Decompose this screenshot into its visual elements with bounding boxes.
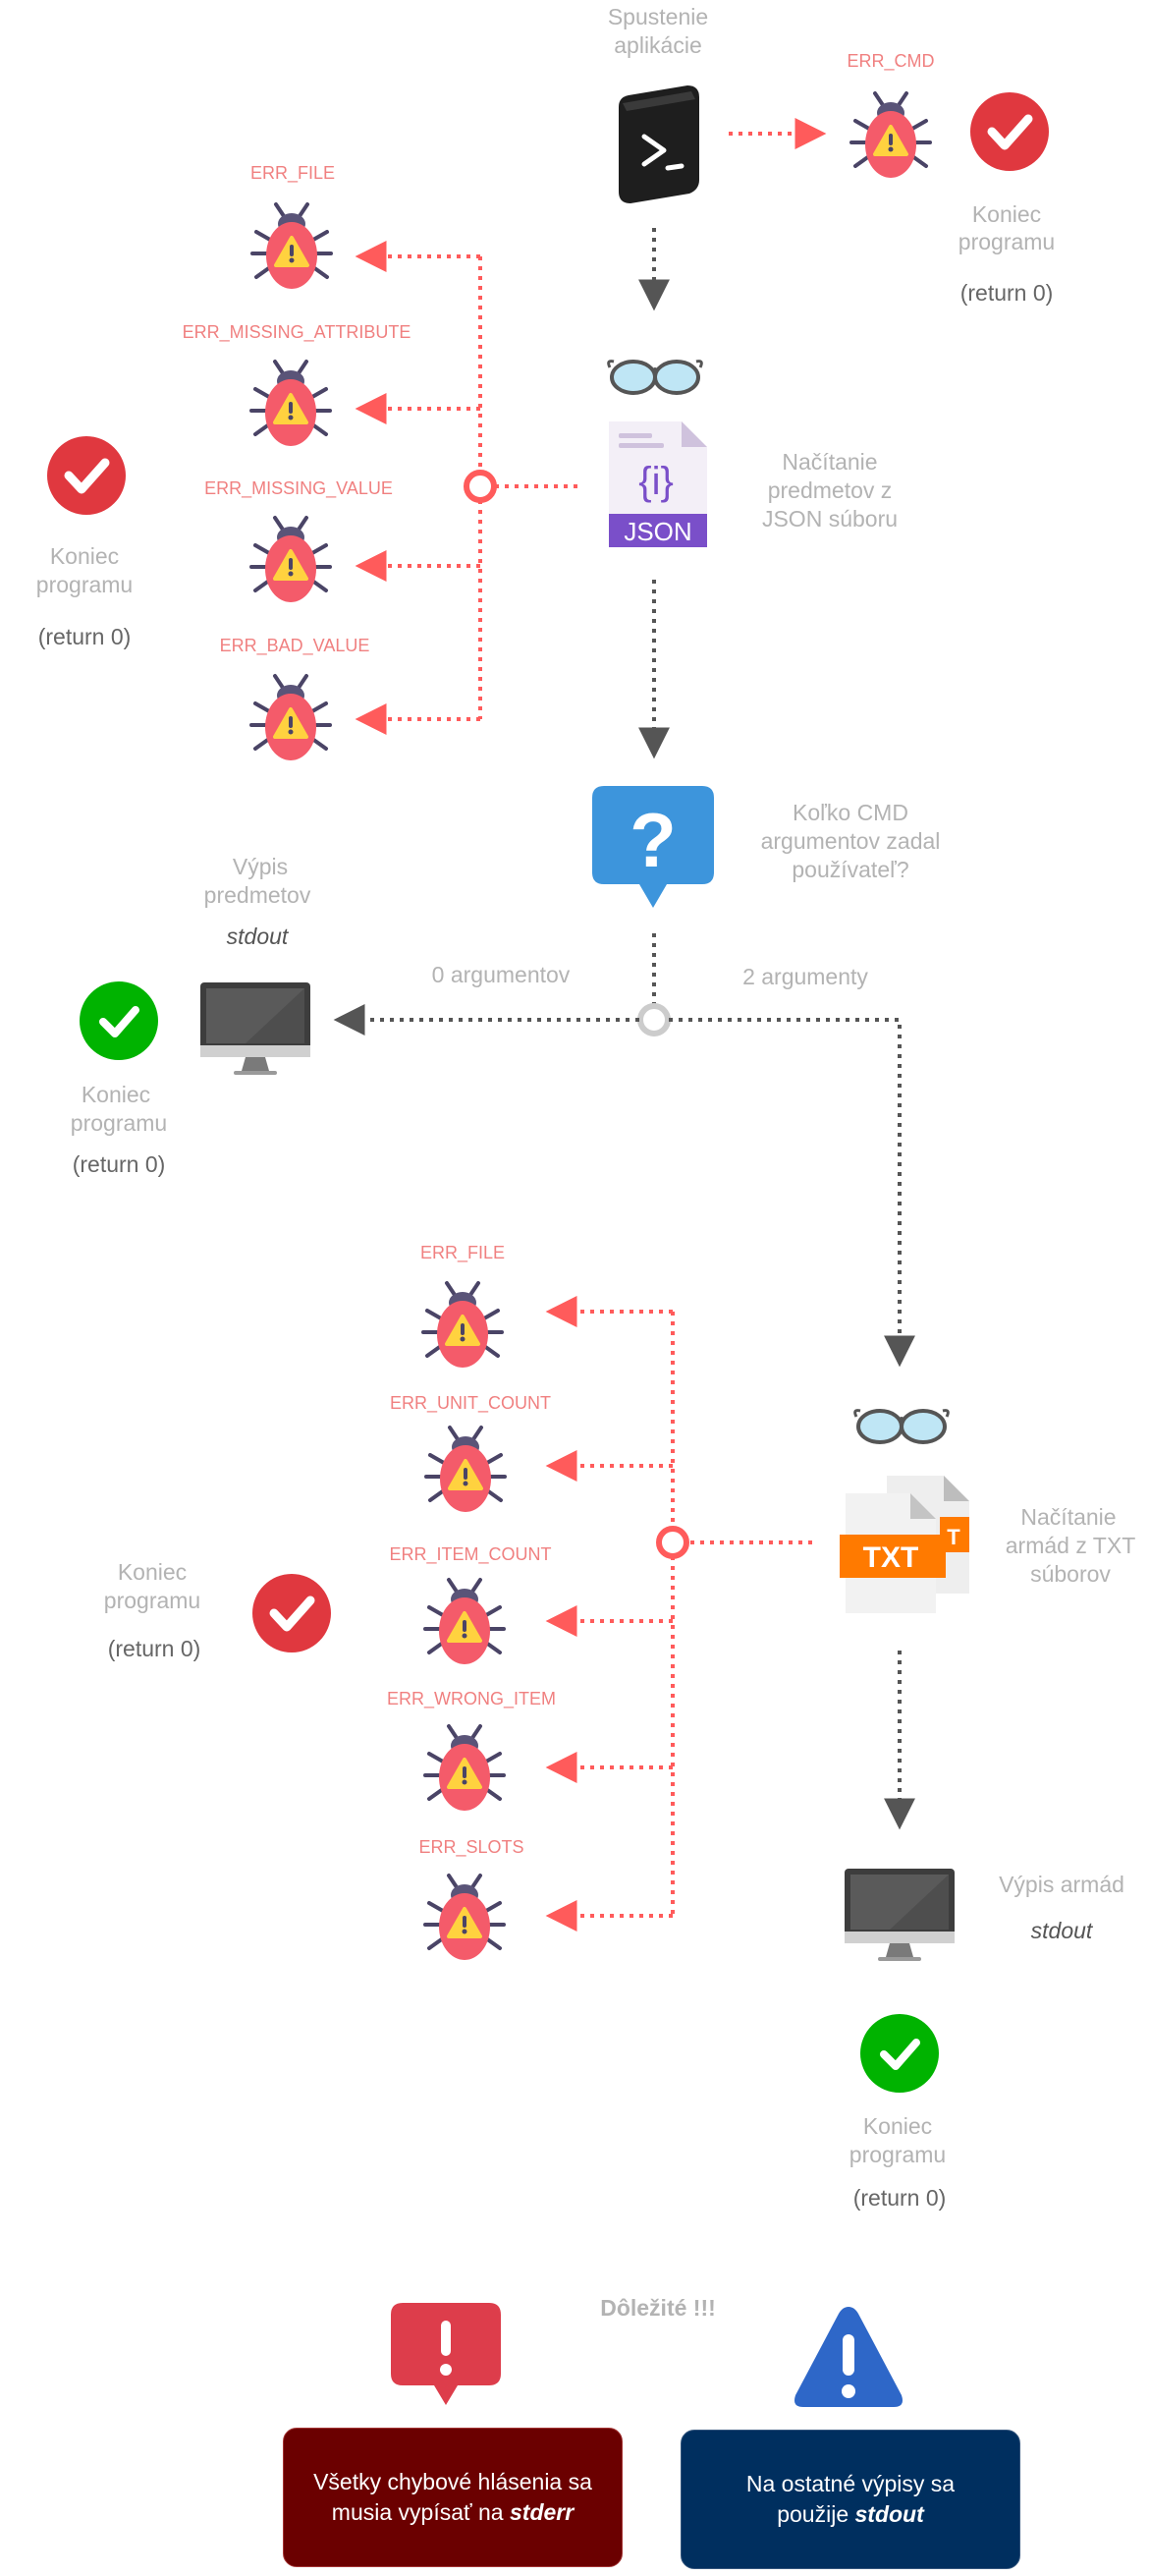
json-error-junction — [464, 470, 497, 503]
bug-icon — [849, 91, 932, 180]
stdout-note-stream: stdout — [854, 2501, 924, 2527]
start-label-line1: Spustenie — [608, 4, 708, 29]
check-icon — [80, 981, 158, 1060]
bug-icon — [423, 1578, 506, 1666]
bug-icon — [424, 1426, 507, 1514]
txt-error-label: ERR_WRONG_ITEM — [387, 1689, 556, 1709]
txt-error-label: ERR_UNIT_COUNT — [390, 1393, 551, 1414]
stderr-note-text: Všetky chybové hlásenia sa musia vypísať… — [284, 2467, 622, 2528]
check-icon — [970, 92, 1049, 171]
end-label-line2: programu — [71, 1110, 167, 1136]
json-error-label: ERR_BAD_VALUE — [220, 636, 370, 656]
svg-text:T: T — [947, 1525, 960, 1549]
end-label-line1: Koniec — [50, 543, 119, 569]
bug-icon — [423, 1724, 506, 1813]
svg-text:{i}: {i} — [638, 460, 674, 503]
end-label-line2: programu — [36, 572, 133, 597]
check-icon — [47, 436, 126, 515]
bug-icon — [249, 674, 332, 762]
end-return-label: (return 0) — [38, 624, 132, 649]
json-error-label: ERR_MISSING_VALUE — [204, 478, 393, 499]
txt-load-line3: súborov — [1030, 1561, 1111, 1587]
stdout-note-box: Na ostatné výpisy sa použije stdout — [681, 2430, 1020, 2569]
zero-args-label: 0 argumentov — [432, 962, 571, 987]
end-return-label: (return 0) — [853, 2185, 947, 2211]
end-label-line2: programu — [104, 1588, 200, 1613]
txt-error-label: ERR_SLOTS — [418, 1837, 523, 1858]
monitor-icon — [845, 1869, 955, 1961]
json-error-label: ERR_MISSING_ATTRIBUTE — [183, 322, 411, 343]
end-return-label: (return 0) — [108, 1636, 201, 1661]
json-load-line1: Načítanie — [782, 449, 877, 475]
glasses-icon — [606, 359, 704, 395]
warning-icon — [794, 2307, 903, 2407]
svg-text:?: ? — [630, 797, 677, 883]
bug-icon — [249, 360, 332, 448]
txt-load-line2: armád z TXT — [1006, 1533, 1136, 1558]
end-return-label: (return 0) — [73, 1151, 166, 1177]
end-label-line1: Koniec — [972, 201, 1041, 227]
stdout-note-text: Na ostatné výpisy sa použije stdout — [682, 2469, 1019, 2530]
end-label-line1: Koniec — [863, 2113, 932, 2139]
txt-error-label: ERR_ITEM_COUNT — [389, 1544, 551, 1565]
question-line2: argumentov zadal — [761, 828, 941, 854]
json-file-icon: {i} JSON — [609, 421, 707, 547]
monitor-icon — [200, 982, 310, 1075]
items-output-line1: Výpis — [233, 854, 288, 879]
end-label-line1: Koniec — [82, 1082, 150, 1107]
txt-icon-label: TXT — [863, 1541, 919, 1574]
argument-junction — [637, 1003, 671, 1036]
end-label-line2: programu — [958, 229, 1055, 254]
alert-bubble-icon — [391, 2303, 501, 2405]
terminal-icon — [619, 85, 699, 203]
two-args-arrow — [669, 1018, 915, 1368]
question-line3: používateľ? — [792, 857, 908, 882]
stdout-note-message: Na ostatné výpisy sa použije — [745, 2470, 956, 2527]
bug-icon — [421, 1281, 504, 1370]
question-icon: ? — [592, 786, 714, 908]
bug-icon — [423, 1874, 506, 1962]
json-error-label: ERR_FILE — [250, 163, 335, 184]
end-label-line1: Koniec — [118, 1559, 187, 1585]
txt-error-junction — [656, 1526, 689, 1559]
glasses-icon — [852, 1408, 951, 1444]
check-icon — [252, 1574, 331, 1652]
end-label-line2: programu — [849, 2142, 946, 2167]
question-line1: Koľko CMD — [793, 800, 908, 825]
stderr-note-message: Všetky chybové hlásenia sa musia vypísať… — [313, 2468, 592, 2525]
items-output-stream: stdout — [227, 924, 290, 949]
txt-load-line1: Načítanie — [1020, 1504, 1116, 1530]
two-args-label: 2 argumenty — [742, 964, 868, 989]
txt-files-icon: T TXT — [840, 1476, 969, 1613]
err-cmd-label: ERR_CMD — [847, 51, 934, 72]
check-icon — [860, 2014, 939, 2093]
txt-error-label: ERR_FILE — [420, 1243, 505, 1263]
bug-icon — [250, 202, 333, 291]
stderr-note-stream: stderr — [510, 2499, 575, 2525]
json-load-line3: JSON súboru — [762, 506, 898, 532]
stderr-note-box: Všetky chybové hlásenia sa musia vypísať… — [283, 2428, 623, 2567]
army-output-stream: stdout — [1031, 1918, 1094, 1943]
end-return-label: (return 0) — [960, 280, 1054, 306]
json-load-line2: predmetov z — [768, 477, 893, 503]
start-label-line2: aplikácie — [614, 32, 702, 58]
army-output-label: Výpis armád — [999, 1872, 1124, 1897]
important-heading: Dôležité !!! — [600, 2295, 716, 2321]
items-output-line2: predmetov — [204, 882, 311, 908]
bug-icon — [249, 516, 332, 604]
json-icon-label: JSON — [624, 517, 691, 546]
